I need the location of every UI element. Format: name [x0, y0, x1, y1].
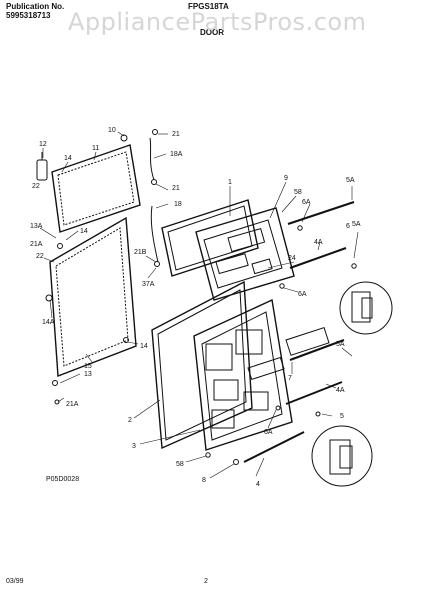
callout-22-top: 22: [32, 183, 40, 190]
callout-21-mid: 21: [172, 185, 180, 192]
callout-5A-top: 5A: [346, 177, 355, 184]
part-4-rail: [243, 431, 305, 463]
callout-6A-mid: 6A: [298, 291, 307, 298]
callout-4A-mid: 4A: [336, 387, 345, 394]
part-7-dairy-door: [285, 327, 330, 356]
part-5A-rail: [287, 201, 355, 225]
callout-14A: 14A: [42, 319, 55, 326]
footer-date: 03/99: [6, 578, 24, 585]
callout-21A-left: 21A: [30, 241, 43, 248]
callout-6: 6: [346, 223, 350, 230]
callout-14-top: 14: [64, 155, 72, 162]
part-1-freezer-panel: [161, 199, 259, 277]
callout-22-mid: 22: [36, 253, 44, 260]
callout-5A-inset: 5A: [336, 341, 345, 348]
callout-1: 1: [228, 179, 232, 186]
callout-18A: 18A: [170, 151, 183, 158]
part-18A-tube: [149, 137, 155, 181]
part-18-tube: [150, 205, 159, 263]
publication-number: 5995318713: [6, 11, 51, 20]
callout-10: 10: [108, 127, 116, 134]
callout-2: 2: [128, 417, 132, 424]
callout-58-top: 58: [294, 189, 302, 196]
part-9-freezer-liner: [195, 207, 295, 301]
part-24-bin: [251, 258, 273, 275]
callout-18: 18: [174, 201, 182, 208]
callout-14-low: 14: [140, 343, 148, 350]
part-15-fresh-food-gasket: [49, 216, 137, 377]
callout-4A-top: 4A: [314, 239, 323, 246]
part-4A-rail-lower: [285, 381, 343, 405]
part-10-screw: [120, 134, 128, 142]
callout-9: 9: [284, 175, 288, 182]
callout-5: 5: [340, 413, 344, 420]
model-number: FPGS18TA: [188, 2, 229, 11]
page-number: 2: [204, 578, 208, 585]
callout-13A: 13A: [30, 223, 43, 230]
callout-24: 24: [288, 255, 296, 262]
callout-6A-low: 6A: [264, 429, 273, 436]
callout-58-low: 58: [176, 461, 184, 468]
callout-21A-low: 21A: [66, 401, 79, 408]
watermark: AppliancePartsPros.com: [68, 8, 367, 36]
section-title: DOOR: [200, 28, 224, 37]
part-4A-rail: [289, 247, 347, 269]
callout-4: 4: [256, 481, 260, 488]
callout-15: 15: [84, 363, 92, 370]
inset-bracket-bottom: [311, 425, 373, 487]
inset-bracket-top: [339, 281, 393, 335]
callout-13: 13: [84, 371, 92, 378]
diagram-code: P05D0028: [46, 476, 80, 483]
leader-lines: [39, 131, 359, 479]
callout-37A: 37A: [142, 281, 155, 288]
part-3-fresh-food-liner: [193, 298, 293, 451]
callout-14-mid: 14: [80, 228, 88, 235]
part-2-fresh-food-panel: [151, 280, 253, 450]
part-12-trim: [36, 159, 48, 181]
publication-label: Publication No.: [6, 2, 65, 11]
callout-3: 3: [132, 443, 136, 450]
callout-21-top: 21: [172, 131, 180, 138]
callout-12: 12: [39, 141, 47, 148]
callout-5A-mid: 5A: [352, 221, 361, 228]
part-11-freezer-gasket: [51, 144, 141, 233]
callout-7: 7: [288, 375, 292, 382]
part-5A-rail-lower: [289, 339, 345, 361]
callout-21B: 21B: [134, 249, 147, 256]
callout-8: 8: [202, 477, 206, 484]
callout-6A-top: 6A: [302, 199, 311, 206]
callout-11: 11: [92, 145, 99, 152]
